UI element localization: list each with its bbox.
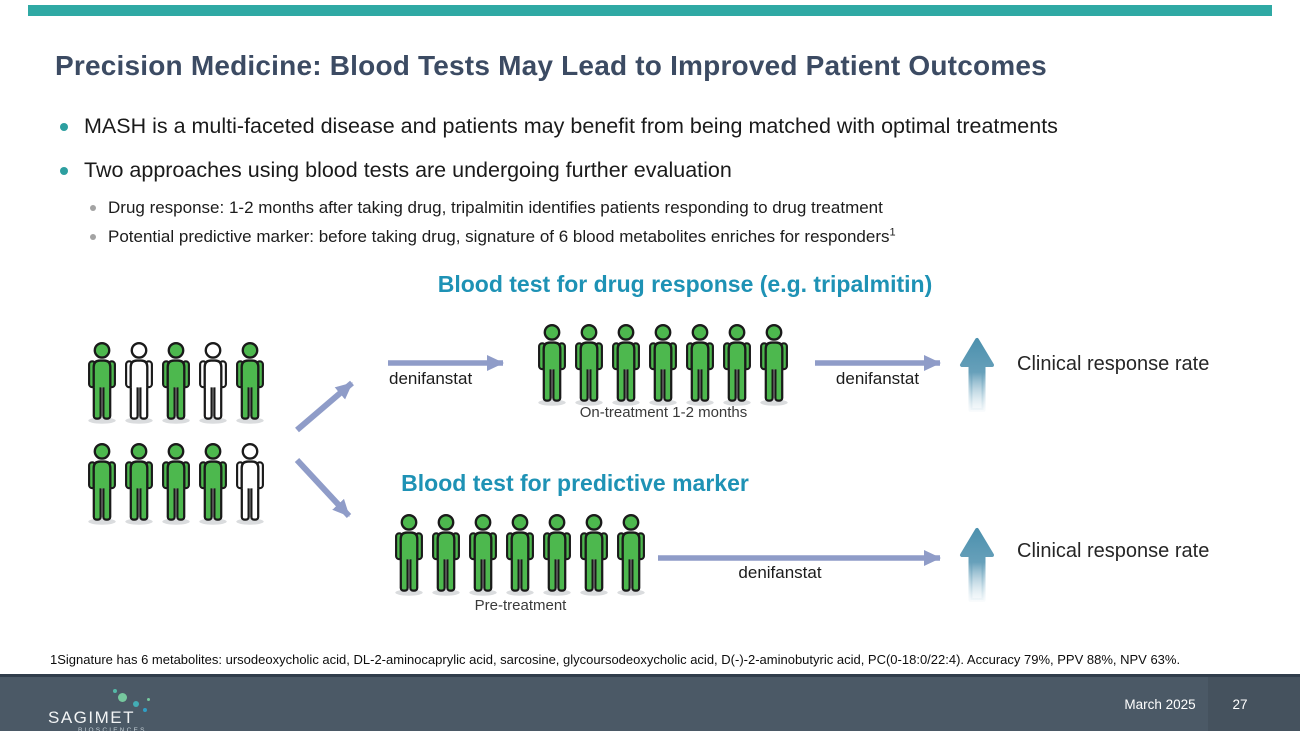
page-number: 27 bbox=[1232, 697, 1248, 712]
footnote-reference: 1 bbox=[889, 226, 896, 239]
logo-dot-icon bbox=[147, 698, 150, 701]
arrow-label-denifanstat: denifanstat bbox=[835, 369, 920, 388]
person-icon bbox=[506, 513, 534, 596]
person-icon bbox=[723, 323, 751, 406]
sagimet-logo: SAGIMET bbox=[48, 708, 136, 727]
person-icon bbox=[469, 513, 497, 596]
person-icon bbox=[612, 323, 640, 406]
accent-top-bar bbox=[28, 5, 1272, 16]
bullet-text: MASH is a multi-faceted disease and pati… bbox=[84, 114, 1058, 138]
person-icon bbox=[199, 442, 227, 525]
logo-dot-icon bbox=[113, 689, 117, 693]
logo-dot-icon bbox=[133, 701, 139, 707]
sub-bullet-dot-icon bbox=[90, 205, 96, 211]
person-icon bbox=[236, 341, 264, 424]
increase-arrow-icon bbox=[960, 338, 994, 412]
sagimet-logo-subtext: BIOSCIENCES bbox=[78, 727, 147, 731]
increase-arrow-icon bbox=[960, 528, 994, 602]
person-icon bbox=[236, 442, 264, 525]
group-caption-pre-treatment: Pre-treatment bbox=[474, 597, 567, 614]
logo-dot-icon bbox=[143, 708, 147, 712]
person-icon bbox=[686, 323, 714, 406]
person-icon bbox=[88, 442, 116, 525]
person-icon bbox=[580, 513, 608, 596]
person-icon bbox=[538, 323, 566, 406]
person-icon bbox=[88, 341, 116, 424]
arrow-label-denifanstat: denifanstat bbox=[738, 563, 822, 582]
footer-bar: SAGIMET BIOSCIENCES March 2025 27 bbox=[0, 674, 1300, 731]
person-icon bbox=[395, 513, 423, 596]
person-icon bbox=[543, 513, 571, 596]
person-icon bbox=[649, 323, 677, 406]
slide-date: March 2025 bbox=[1124, 697, 1196, 712]
group-caption-on-treatment: On-treatment 1-2 months bbox=[579, 404, 748, 421]
person-icon bbox=[162, 341, 190, 424]
page-number-strip bbox=[1208, 677, 1300, 731]
patient-group-on-treatment bbox=[534, 323, 792, 407]
bullet-text: Two approaches using blood tests are und… bbox=[84, 158, 732, 182]
person-icon bbox=[432, 513, 460, 596]
bullet-dot-icon bbox=[60, 167, 68, 175]
person-icon bbox=[760, 323, 788, 406]
footnote: 1Signature has 6 metabolites: ursodeoxyc… bbox=[50, 652, 1181, 667]
sub-bullet-item: Potential predictive marker: before taki… bbox=[90, 227, 896, 247]
patient-group-baseline bbox=[84, 341, 268, 526]
person-icon bbox=[125, 341, 153, 424]
bullet-item: Two approaches using blood tests are und… bbox=[60, 158, 732, 183]
sub-bullet-text: Potential predictive marker: before taki… bbox=[108, 226, 896, 246]
bullet-dot-icon bbox=[60, 123, 68, 131]
person-icon bbox=[575, 323, 603, 406]
logo-dot-icon bbox=[118, 693, 127, 702]
outcome-label: Clinical response rate bbox=[1017, 540, 1210, 562]
diagonal-arrow-up bbox=[295, 380, 354, 433]
diagram-heading-predictive-marker: Blood test for predictive marker bbox=[401, 470, 749, 496]
sub-bullet-item: Drug response: 1-2 months after taking d… bbox=[90, 198, 883, 218]
arrow-label-denifanstat: denifanstat bbox=[389, 369, 473, 388]
sub-bullet-dot-icon bbox=[90, 234, 96, 240]
slide-title: Precision Medicine: Blood Tests May Lead… bbox=[55, 50, 1047, 81]
bullet-item: MASH is a multi-faceted disease and pati… bbox=[60, 114, 1058, 139]
person-icon bbox=[125, 442, 153, 525]
sub-bullet-text: Drug response: 1-2 months after taking d… bbox=[108, 198, 883, 217]
person-icon bbox=[199, 341, 227, 424]
diagram-heading-drug-response: Blood test for drug response (e.g. tripa… bbox=[437, 271, 933, 297]
patient-group-pre-treatment bbox=[391, 513, 649, 597]
outcome-label: Clinical response rate bbox=[1017, 353, 1210, 375]
person-icon bbox=[162, 442, 190, 525]
person-icon bbox=[617, 513, 645, 596]
